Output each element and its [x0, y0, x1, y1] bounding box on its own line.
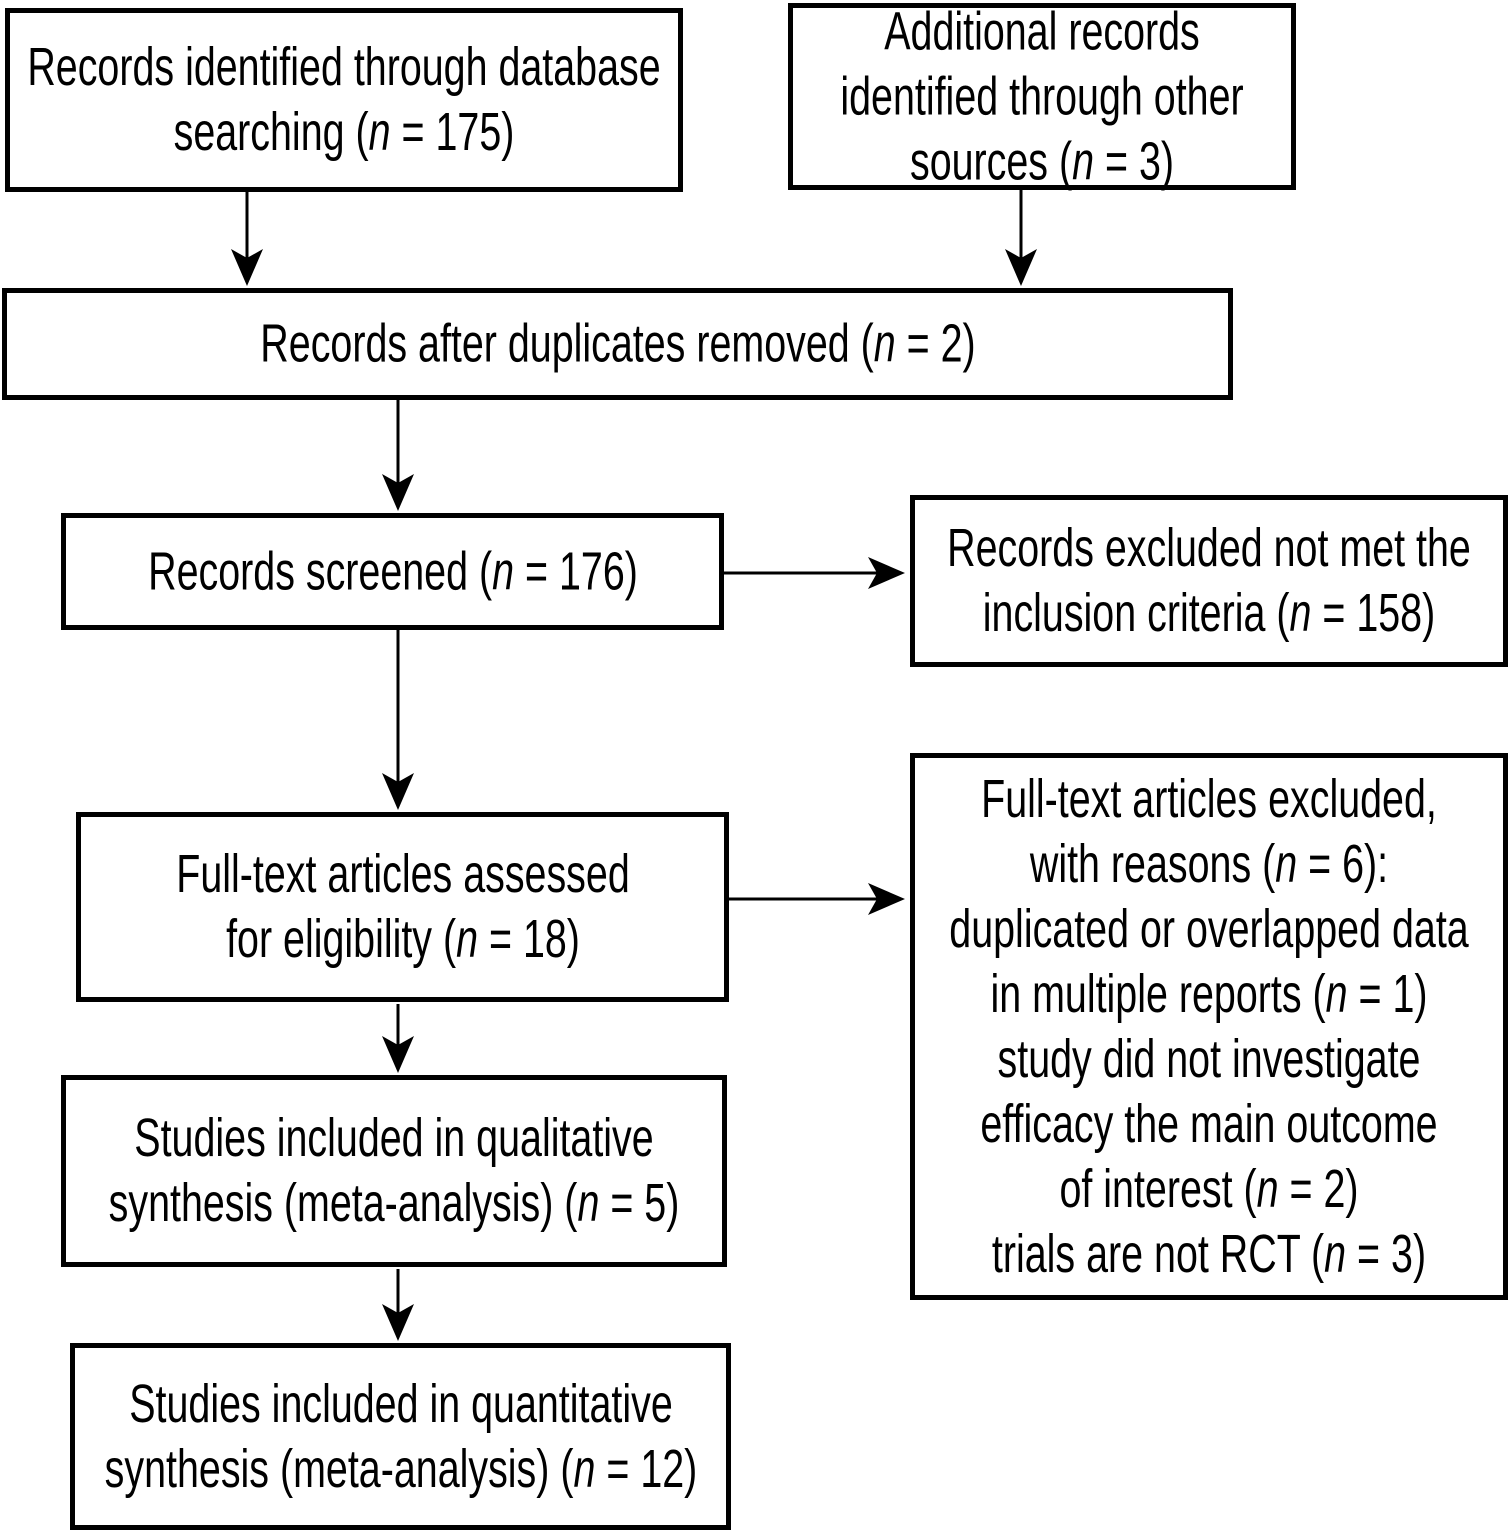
box-records-screened: Records screened (n = 176) [61, 513, 724, 630]
arrow-qualitative-to-quantitative [382, 1269, 414, 1341]
box-label: Full-text articles excluded,with reasons… [949, 768, 1469, 1284]
arrow-fulltext-to-qualitative [382, 1004, 414, 1073]
arrow-screened-to-fulltext [382, 630, 414, 810]
box-records-after-duplicates-removed: Records after duplicates removed (n = 2) [2, 288, 1233, 400]
arrow-screened-to-excluded [724, 557, 905, 589]
arrow-fulltext-to-excluded-reasons [729, 883, 905, 915]
arrow-dedup-to-screened [382, 400, 414, 511]
box-fulltext-articles-excluded-reasons: Full-text articles excluded,with reasons… [910, 753, 1508, 1300]
box-label: Records after duplicates removed (n = 2) [259, 313, 976, 374]
arrow-identified-db-to-dedup [231, 192, 263, 286]
arrow-identified-other-to-dedup [1005, 190, 1037, 286]
box-label: Records screened (n = 176) [147, 541, 638, 601]
